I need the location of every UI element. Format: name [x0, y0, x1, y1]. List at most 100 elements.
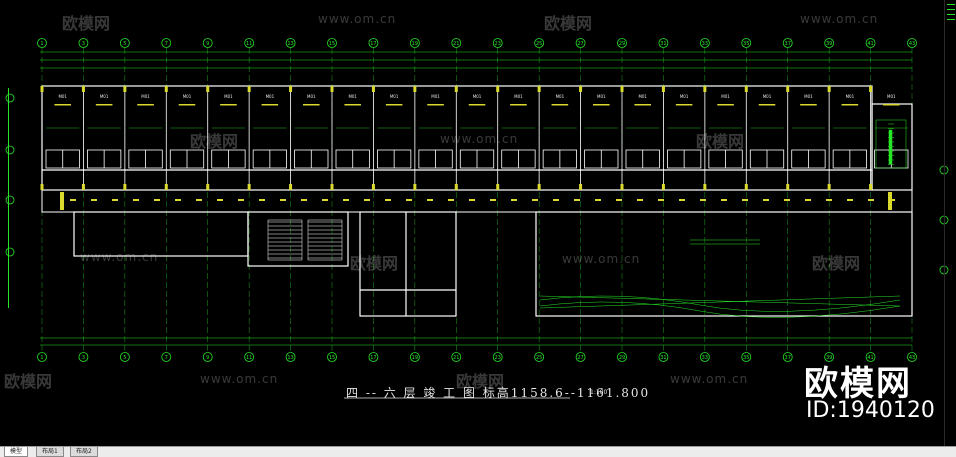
drawing-title: 四 -- 六 层 竣 工 图 标高1158.6--1161.800 [346, 386, 651, 400]
svg-text:19: 19 [412, 41, 418, 47]
axis-bubble-bottom: 5 [119, 352, 130, 362]
stair-core [267, 219, 343, 261]
axis-bubble-bottom: 19 [409, 352, 420, 362]
left-ruler [0, 88, 9, 308]
axis-bubble-bottom: 25 [534, 352, 545, 362]
svg-text:11: 11 [246, 355, 252, 361]
room-tag: M01 [58, 94, 67, 99]
wall-hatches [40, 86, 900, 201]
room-tags: M01 M01 M01 M01 M01 M01 M01 M01 M01 M01 M01 M01 M01 M… [58, 94, 896, 99]
axis-bubble-bottom: 39 [824, 352, 835, 362]
axis-bubble-bottom: 27 [575, 352, 586, 362]
svg-text:31: 31 [660, 41, 666, 47]
watermark-logo: 欧模网 [696, 132, 745, 151]
axis-bubble-top: 27 [575, 38, 586, 48]
watermark-logo: 欧模网 [350, 254, 399, 273]
svg-text:9: 9 [206, 355, 209, 361]
room-tag: M01 [887, 94, 896, 99]
room-tag: M01 [846, 94, 855, 99]
axis-bubble-bottom: 3 [78, 352, 89, 362]
room-tag: M01 [763, 94, 772, 99]
watermark-url: www.om.cn [800, 12, 879, 26]
watermark-url: www.om.cn [562, 252, 641, 266]
svg-text:13: 13 [287, 41, 293, 47]
svg-text:3: 3 [82, 355, 85, 361]
svg-text:11: 11 [246, 41, 252, 47]
open-area-lines [539, 239, 901, 318]
axis-bubble-top: 9 [202, 38, 213, 48]
axis-bubble-top: 25 [534, 38, 545, 48]
room-tag: M01 [804, 94, 813, 99]
room-tag: M01 [473, 94, 482, 99]
model-id: ID:1940120 [806, 398, 935, 423]
watermark-url: www.om.cn [670, 372, 749, 386]
axis-bubble-top: 17 [368, 38, 379, 48]
axis-bubble-bottom: 41 [865, 352, 876, 362]
svg-text:17: 17 [370, 355, 376, 361]
axis-bubble-top: 37 [782, 38, 793, 48]
axis-bubble-bottom: 35 [741, 352, 752, 362]
axis-bubble-bottom: 21 [451, 352, 462, 362]
svg-text:9: 9 [206, 41, 209, 47]
axis-bubble-top: 41 [865, 38, 876, 48]
svg-text:27: 27 [577, 355, 583, 361]
svg-text:43: 43 [909, 41, 915, 47]
svg-text:25: 25 [536, 355, 542, 361]
svg-text:19: 19 [412, 355, 418, 361]
room-tag: M01 [556, 94, 565, 99]
drawing-scale: 1:100 [590, 389, 608, 396]
svg-text:39: 39 [826, 41, 832, 47]
axis-bubble-top: 23 [492, 38, 503, 48]
room-tag: M01 [597, 94, 606, 99]
svg-text:27: 27 [577, 41, 583, 47]
room-tag: M01 [390, 94, 399, 99]
axis-bubble-top: 21 [451, 38, 462, 48]
building-walls [41, 85, 913, 317]
axis-bubble-bottom: 9 [202, 352, 213, 362]
axis-bubble-top: 39 [824, 38, 835, 48]
svg-text:1: 1 [40, 355, 43, 361]
axis-bubble-bottom: 17 [368, 352, 379, 362]
room-tag: M01 [638, 94, 647, 99]
room-tag: M01 [514, 94, 523, 99]
svg-text:5: 5 [123, 41, 126, 47]
axis-bubble-bottom: 15 [327, 352, 337, 362]
svg-text:33: 33 [702, 41, 708, 47]
axis-bubble-top: 3 [78, 38, 89, 48]
room-tag: M01 [224, 94, 233, 99]
axis-bubble-top: 33 [699, 38, 710, 48]
svg-text:17: 17 [370, 41, 376, 47]
corridor-band [41, 189, 913, 213]
axis-bubble-bottom: 43 [907, 352, 917, 362]
svg-text:29: 29 [619, 41, 625, 47]
axis-bubble-bottom: 7 [161, 352, 172, 362]
layout-tab-bar: 模型 布局1 布局2 [0, 446, 956, 457]
watermark-logo: 欧模网 [544, 14, 593, 33]
svg-text:7: 7 [165, 41, 168, 47]
room-tag: M01 [266, 94, 275, 99]
room-tag: M01 [348, 94, 357, 99]
watermark-logo: 欧模网 [456, 372, 505, 391]
svg-text:21: 21 [453, 41, 459, 47]
axis-bubble-top: 11 [244, 38, 255, 48]
axis-bubble-top: 29 [617, 38, 627, 48]
brand-logo-text: 欧模网 [804, 364, 912, 404]
svg-text:3: 3 [82, 41, 85, 47]
axis-bubble-top: 43 [907, 38, 917, 48]
right-ruler [944, 0, 956, 446]
svg-text:35: 35 [743, 355, 749, 361]
svg-text:15: 15 [329, 355, 335, 361]
svg-text:7: 7 [165, 355, 168, 361]
watermark-logo: 欧模网 [62, 14, 111, 33]
svg-text:33: 33 [702, 355, 708, 361]
svg-text:35: 35 [743, 41, 749, 47]
axis-bubble-top: 19 [409, 38, 420, 48]
watermark-logo: 欧模网 [812, 254, 861, 273]
watermark-logo: 欧模网 [190, 132, 239, 151]
room-tag: M01 [431, 94, 440, 99]
axis-bubble-bottom: 37 [782, 352, 793, 362]
svg-text:43: 43 [909, 355, 915, 361]
axis-bubbles-left [5, 93, 949, 275]
svg-text:37: 37 [785, 41, 791, 47]
